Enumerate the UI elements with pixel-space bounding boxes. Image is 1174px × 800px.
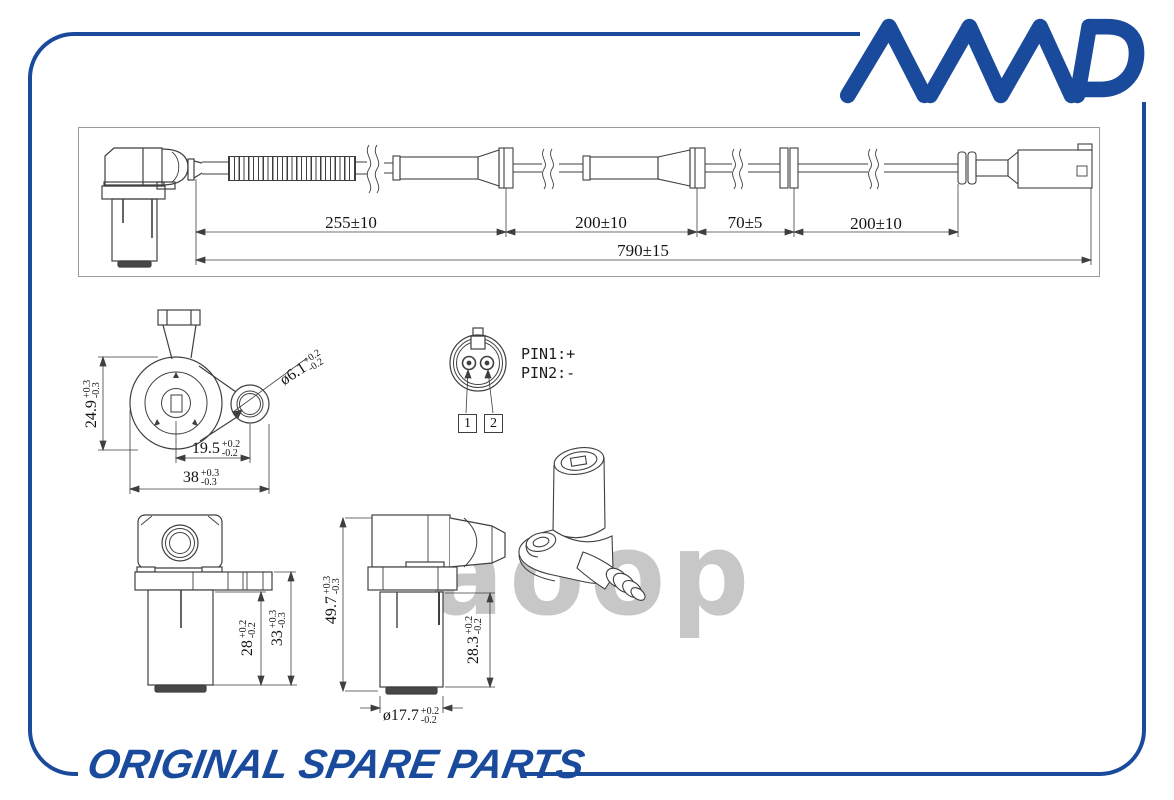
dim-front2-total-height-value: 49.7	[323, 596, 340, 625]
logo-letter-d	[1067, 18, 1145, 104]
front-view-dimension-lines	[98, 355, 308, 494]
dim-front-height-tolerance: +0.3 -0.3	[82, 380, 102, 399]
tol-minus: -0.3	[200, 477, 217, 488]
dim-cable-total: 790±15	[617, 241, 669, 260]
pinout-connector-face	[449, 327, 507, 392]
drawing-border-box	[78, 127, 1100, 277]
sensor-head	[101, 147, 203, 268]
dim-front2-total-height-tolerance: +0.3 -0.3	[322, 576, 342, 595]
sensor-side-view-drawing	[134, 514, 297, 693]
dim-front-hole-pitch: 19.5 +0.2 -0.2	[191, 439, 241, 459]
dim-side-body-height: 28 +0.2 -0.2	[238, 620, 258, 657]
dim-front-height: 24.9 +0.3 -0.3	[82, 380, 102, 429]
front-view-outline	[129, 309, 270, 450]
tol-plus: +0.3	[200, 468, 220, 479]
side-view-dimension-lines	[208, 570, 297, 687]
dim-side-total-height-value: 33	[269, 630, 286, 647]
pin1-number-box: 1	[458, 414, 477, 433]
dim-side-body-height-tolerance: +0.2 -0.2	[238, 620, 258, 639]
dim-side-total-height: 33 +0.3 -0.3	[268, 610, 288, 647]
tol-minus: -0.3	[331, 578, 342, 595]
cable-dimension-lines	[194, 179, 1093, 265]
corrugated-sleeve	[228, 156, 356, 181]
connector-pinout-drawing	[449, 327, 507, 414]
isometric-part	[518, 447, 646, 601]
dim-front-height-value: 24.9	[83, 400, 100, 429]
tol-minus: -0.3	[277, 612, 288, 629]
dim-cable-seg4: 200±10	[850, 214, 902, 233]
amd-logo	[839, 18, 1145, 104]
dim-front2-total-height: 49.7 +0.3 -0.3	[322, 576, 342, 625]
cable-assembly-drawing	[101, 143, 1093, 268]
sensor-isometric-drawing	[518, 447, 646, 601]
tol-plus: +0.2	[221, 439, 241, 450]
pin1-label: PIN1:+	[521, 345, 576, 363]
dim-front2-body-height-tolerance: +0.2 -0.2	[464, 616, 484, 635]
pin2-label: PIN2:-	[521, 364, 576, 382]
footer-slogan: ORIGINAL SPARE PARTS	[84, 741, 589, 787]
dim-front2-barrel-dia: ø17.7 +0.2 -0.2	[382, 706, 440, 726]
dim-side-total-height-tolerance: +0.3 -0.3	[268, 610, 288, 629]
front-view-ring-ticks	[154, 372, 198, 426]
dim-cable-seg1: 255±10	[325, 213, 377, 232]
dim-front2-barrel-dia-value: ø17.7	[382, 707, 419, 724]
dim-cable-seg3: 70±5	[727, 213, 763, 232]
logo-letter-a	[839, 18, 933, 104]
dim-front-width-value: 38	[182, 469, 199, 486]
sensor-front-view-drawing	[98, 309, 308, 494]
dim-front-width: 38 +0.3 -0.3	[182, 468, 220, 488]
dim-front-hole-pitch-tolerance: +0.2 -0.2	[221, 439, 241, 459]
tol-minus: -0.2	[473, 618, 484, 635]
pinout-leaders	[464, 368, 494, 414]
dim-front2-body-height: 28.3 +0.2 -0.2	[464, 616, 484, 665]
dim-front2-body-height-value: 28.3	[465, 636, 482, 665]
dim-side-body-height-value: 28	[239, 640, 256, 657]
dim-front-width-tolerance: +0.3 -0.3	[200, 468, 220, 488]
front2-outline	[367, 514, 506, 695]
tol-minus: -0.2	[247, 622, 258, 639]
pin2-number-box: 2	[484, 414, 503, 433]
cable-and-grommets	[202, 143, 1093, 194]
logo-letter-m	[922, 18, 1080, 104]
side-view-outline	[134, 514, 273, 693]
tol-plus: +0.2	[420, 706, 440, 717]
sensor-front2-view-drawing	[339, 514, 506, 713]
tol-minus: -0.3	[91, 382, 102, 399]
dim-front2-barrel-dia-tolerance: +0.2 -0.2	[420, 706, 440, 726]
dim-front-hole-pitch-value: 19.5	[191, 440, 220, 457]
tol-minus: -0.2	[221, 448, 238, 459]
dim-cable-seg2: 200±10	[575, 213, 627, 232]
tol-minus: -0.2	[420, 715, 437, 726]
frame-gap-bottom	[78, 762, 524, 792]
front2-dimension-lines	[339, 516, 495, 713]
